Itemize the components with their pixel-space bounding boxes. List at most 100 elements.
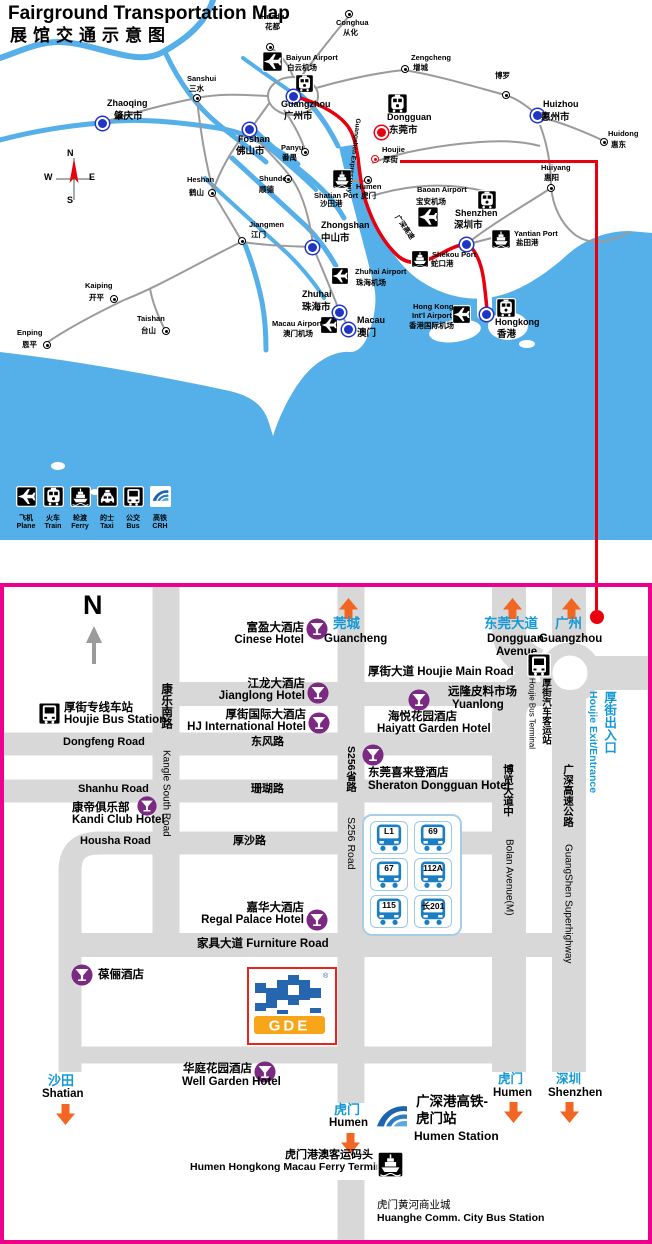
compass-e: E bbox=[89, 172, 96, 182]
huadu-zh: 花都 bbox=[265, 22, 280, 31]
houjie-main-road-en: Houjie Main Road bbox=[417, 666, 514, 678]
shatian-arrow-icon bbox=[56, 1104, 75, 1125]
dongguan-en: Dongguan bbox=[387, 112, 432, 122]
bus-icon bbox=[123, 494, 144, 511]
s256-road-en: S256 Road bbox=[345, 817, 358, 870]
hj-international-hotel-en: HJ International Hotel bbox=[187, 721, 306, 734]
bus-route-l1-number: L1 bbox=[384, 826, 394, 836]
zhuhai-dot bbox=[335, 308, 344, 317]
kaiping-zh: 开平 bbox=[89, 293, 104, 302]
north-label: N bbox=[83, 590, 103, 620]
enping-marker bbox=[43, 341, 51, 349]
conghua-en: Conghua bbox=[336, 18, 369, 27]
baiyun-airport-en: Baiyun Airport bbox=[286, 53, 338, 62]
macau-airport-en: Macau Airport bbox=[272, 319, 323, 328]
taishan-zh: 台山 bbox=[141, 326, 156, 335]
shenzhen-dir-zh: 深圳 bbox=[556, 1072, 582, 1086]
haiyatt-hotel-zh: 海悦花园酒店 bbox=[388, 711, 457, 723]
huidong-zh: 惠东 bbox=[611, 140, 626, 149]
boluo-zh: 博罗 bbox=[495, 71, 510, 80]
baiyun-airport-plane-icon bbox=[262, 51, 283, 72]
gde-checkered-flag-icon: ® GDE bbox=[254, 972, 329, 1035]
macau-airport-zh: 澳门机场 bbox=[283, 329, 313, 338]
housha-road-en: Housha Road bbox=[80, 835, 151, 847]
huizhou-zh: 惠州市 bbox=[541, 112, 570, 123]
bus-route-112a: 112A bbox=[414, 858, 452, 891]
hongkong-dot bbox=[482, 310, 491, 319]
hk-airport-plane-icon bbox=[452, 305, 471, 324]
compass-s: S bbox=[67, 195, 74, 205]
sheraton-hotel-zh: 东莞喜来登酒店 bbox=[368, 767, 449, 779]
bus-route-112a-number: 112A bbox=[423, 863, 443, 873]
bus-route-201-number: 长201 bbox=[421, 901, 445, 911]
humen-marker bbox=[364, 176, 372, 184]
gde-fairground-logo: ® GDE bbox=[247, 967, 337, 1045]
shatian-en: Shatian bbox=[42, 1088, 84, 1100]
houjie-locator-line-vertical bbox=[595, 160, 598, 617]
shenzhen-zh: 深圳市 bbox=[454, 220, 483, 231]
baoan-airport-zh: 宝安机场 bbox=[416, 197, 446, 206]
furniture-road-en: Furniture Road bbox=[246, 938, 329, 950]
houjie-bus-station-en: Houjie Bus Station bbox=[64, 714, 167, 727]
ferry-icon bbox=[70, 494, 91, 511]
foshan-en: Foshan bbox=[238, 134, 271, 144]
cinese-hotel-icon bbox=[306, 618, 328, 640]
regal-palace-hotel-en: Regal Palace Hotel bbox=[201, 914, 304, 927]
legend-item-ferry: 轮渡 Ferry bbox=[65, 486, 95, 530]
gde-logo-text: GDE bbox=[269, 1018, 311, 1035]
taxi-icon bbox=[97, 494, 118, 511]
foshan-zh: 佛山市 bbox=[236, 146, 265, 157]
dongguan-avenue-en1: Dongguan bbox=[487, 633, 544, 645]
bus-routes-box: L1 69 67 112A 115 长201 bbox=[362, 814, 462, 936]
dongguan-avenue-zh: 东莞大道 bbox=[484, 616, 538, 631]
regional-transport-map: Fairground Transportation Map 展馆交通示意图 N … bbox=[0, 0, 652, 540]
zengcheng-zh: 增城 bbox=[413, 63, 428, 72]
map-title-zh: 展馆交通示意图 bbox=[10, 26, 171, 45]
shunde-marker bbox=[284, 175, 292, 183]
huizhou-dot bbox=[533, 111, 542, 120]
ferry-terminal-label: 虎门港澳客运码头 Humen Hongkong Macau Ferry Term… bbox=[190, 1149, 392, 1173]
bus-route-67-number: 67 bbox=[384, 863, 394, 873]
shekou-port-zh: 蛇口港 bbox=[431, 259, 454, 268]
macau-zh: 澳门 bbox=[357, 328, 377, 339]
sea-water bbox=[0, 145, 652, 540]
compass-n: N bbox=[67, 148, 74, 158]
baoli-hotel-zh: 葆俪酒店 bbox=[98, 969, 144, 981]
jianglong-hotel-label: 江龙大酒店 Jianglong Hotel bbox=[195, 678, 305, 702]
houjie-main-road-label: 厚街大道 Houjie Main Road bbox=[368, 666, 514, 678]
housha-road-zh: 厚沙路 bbox=[233, 835, 266, 847]
guangzhou-zh: 广州市 bbox=[284, 111, 313, 122]
yantian-port-ferry-icon bbox=[491, 229, 511, 249]
houjie-locator-line-horizontal bbox=[400, 160, 596, 163]
houjie-street-map: N 莞城 Guancheng 东莞大道 Dongguan Avenue 广州 G… bbox=[0, 583, 652, 1244]
dongguan-train-icon bbox=[387, 93, 408, 114]
bus-route-115-number: 115 bbox=[382, 900, 396, 910]
jianglong-hotel-icon bbox=[307, 682, 329, 704]
jianglong-hotel-en: Jianglong Hotel bbox=[218, 690, 305, 703]
humen-bolan-zh: 虎门 bbox=[498, 1072, 524, 1086]
sanshui-en: Sanshui bbox=[187, 74, 217, 83]
highways bbox=[44, 15, 631, 345]
jiangmen-marker bbox=[238, 237, 246, 245]
bus-route-201: 长201 bbox=[414, 895, 452, 928]
north-arrow-icon bbox=[85, 626, 103, 669]
ferry-terminal-en: Humen Hongkong Macau Ferry Terminal bbox=[190, 1160, 392, 1173]
legend-taxi-en: Taxi bbox=[100, 523, 114, 530]
zhuhai-airport-en: Zhuhai Airport bbox=[355, 267, 407, 276]
sanshui-marker bbox=[193, 94, 201, 102]
houjie-exit-en: Houjie Exit/Entrance bbox=[587, 691, 600, 794]
bus-route-67: 67 bbox=[370, 858, 408, 891]
houjie-bus-station-label: 厚街专线车站 Houjie Bus Station bbox=[64, 702, 166, 726]
humen-station-zh2: 虎门站 bbox=[416, 1111, 457, 1126]
bus-route-l1: L1 bbox=[370, 821, 408, 854]
shenzhen-arrow-icon bbox=[560, 1102, 579, 1123]
legend-bus-zh: 公交 bbox=[126, 515, 140, 522]
foshan-dot bbox=[245, 125, 254, 134]
panyu-zh: 番禺 bbox=[282, 153, 297, 162]
guangshen-superhighway-zh: 广深高速公路 bbox=[562, 764, 575, 827]
guangzhou-dot bbox=[289, 92, 298, 101]
zengcheng-marker bbox=[401, 65, 409, 73]
huidong-en: Huidong bbox=[608, 129, 639, 138]
regal-palace-hotel-label: 嘉华大酒店 Regal Palace Hotel bbox=[180, 902, 304, 926]
kangle-road-en: Kangle South Road bbox=[160, 750, 172, 837]
